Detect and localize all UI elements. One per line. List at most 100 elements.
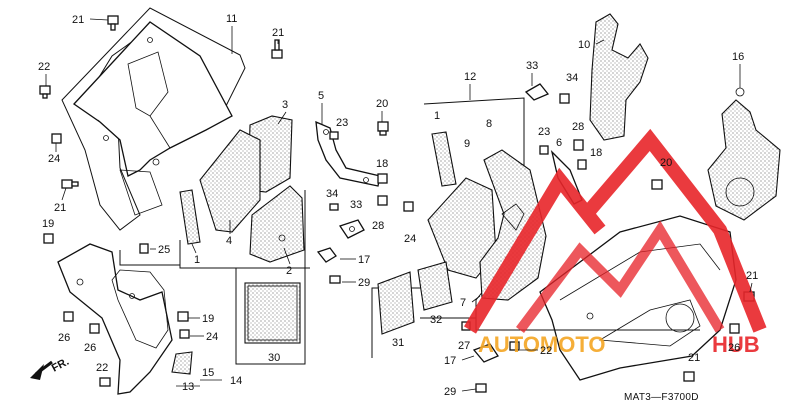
grommet-18-b: [577, 159, 587, 170]
bolt-34-b: [559, 93, 570, 104]
callout-29: 29: [444, 386, 456, 398]
watermark-text-right: HUB: [712, 332, 760, 357]
bolt-20-a: [377, 121, 389, 136]
watermark-logo: AUTOMOTO HUB: [463, 128, 767, 357]
callout-30: 30: [268, 352, 280, 364]
callout-17: 17: [444, 355, 456, 367]
callout-8: 8: [486, 118, 492, 130]
callout-23: 23: [336, 117, 348, 129]
callout-13: 13: [182, 381, 194, 393]
bolt-29-b: [475, 383, 487, 393]
callout-32: 32: [430, 314, 442, 326]
stay-bracket-5: [315, 120, 381, 187]
callout-10: 10: [578, 39, 590, 51]
foam-pad-4: [199, 129, 261, 233]
foam-strip-1-b: [431, 131, 457, 187]
foam-sheet-30: [244, 282, 301, 344]
bolt-21-bottom: [683, 371, 695, 382]
callout-21: 21: [746, 270, 758, 282]
callout-23: 23: [538, 126, 550, 138]
callout-21: 21: [688, 352, 700, 364]
callout-7: 7: [460, 297, 466, 309]
bracket-33-b: [524, 83, 550, 101]
nut-23-a: [329, 131, 339, 140]
bolt-20-b: [651, 179, 663, 190]
foam-pad-2: [249, 185, 305, 263]
callout-33: 33: [526, 60, 538, 72]
bolt-21-lower: [61, 179, 79, 189]
callout-14: 14: [230, 375, 242, 387]
leader-lines: [45, 18, 753, 392]
nut-23-b: [539, 145, 549, 155]
front-direction-arrow: [30, 360, 53, 380]
callout-18: 18: [590, 147, 602, 159]
callout-26: 26: [728, 342, 740, 354]
bolt-26-c: [729, 323, 740, 334]
callout-12: 12: [464, 71, 476, 83]
callout-1: 1: [194, 254, 200, 266]
callout-19: 19: [42, 218, 54, 230]
clip-24: [51, 133, 62, 144]
callout-17: 17: [358, 254, 370, 266]
callout-24: 24: [206, 331, 218, 343]
hose-17-a: [316, 247, 337, 263]
bolt-26-a: [63, 311, 74, 322]
bolt-22-c: [509, 341, 520, 351]
foam-block-32: [417, 261, 453, 311]
callout-16: 16: [732, 51, 744, 63]
clip-28-b: [573, 139, 584, 151]
clip-24-c: [179, 329, 190, 339]
callout-28: 28: [572, 121, 584, 133]
callout-34: 34: [326, 188, 338, 200]
callout-20: 20: [660, 157, 672, 169]
callout-33: 33: [350, 199, 362, 211]
bracket-33-a: [338, 219, 365, 239]
foam-pad-8: [479, 149, 547, 301]
callout-34: 34: [566, 72, 578, 84]
bolt-19-a: [43, 233, 54, 244]
callout-21: 21: [272, 27, 284, 39]
callout-6: 6: [556, 137, 562, 149]
clip-28-a: [377, 195, 388, 206]
bolt-34-a: [329, 203, 339, 211]
callout-27: 27: [458, 340, 470, 352]
hose-17-b: [472, 343, 499, 363]
watermark-text-left: AUTOMOTO: [478, 332, 606, 357]
bolt-21-right: [271, 39, 283, 59]
bolt-19-b: [177, 311, 189, 322]
callout-22: 22: [540, 345, 552, 357]
callout-25: 25: [158, 244, 170, 256]
callout-5: 5: [318, 90, 324, 102]
bolt-21-top: [107, 15, 119, 31]
callout-22: 22: [38, 61, 50, 73]
bolt-22-b: [99, 377, 111, 387]
heat-shield-10: [589, 13, 649, 141]
pad-15: [171, 351, 193, 375]
bolt-22: [39, 85, 51, 99]
foam-strip-1: [179, 189, 201, 245]
callout-19: 19: [202, 313, 214, 325]
callout-24: 24: [404, 233, 416, 245]
bolt-26-b: [89, 323, 100, 334]
callout-26: 26: [84, 342, 96, 354]
upper-cowl-part: [61, 7, 246, 231]
callout-26: 26: [58, 332, 70, 344]
callout-4: 4: [226, 235, 232, 247]
callout-9: 9: [464, 138, 470, 150]
clip-24-b: [403, 201, 414, 212]
bolt-29-a: [329, 275, 341, 284]
grommet-18-a: [377, 173, 388, 184]
callout-11: 11: [226, 13, 237, 25]
bolt-25: [139, 243, 149, 254]
front-direction-label: FR.: [50, 356, 71, 375]
callout-31: 31: [392, 337, 404, 349]
heat-shield-16: [707, 99, 781, 221]
lower-cowl-13: [57, 243, 173, 395]
callout-2: 2: [286, 265, 292, 277]
callout-24: 24: [48, 153, 60, 165]
callout-15: 15: [202, 367, 214, 379]
callout-20: 20: [376, 98, 388, 110]
foam-block-31: [377, 271, 415, 335]
